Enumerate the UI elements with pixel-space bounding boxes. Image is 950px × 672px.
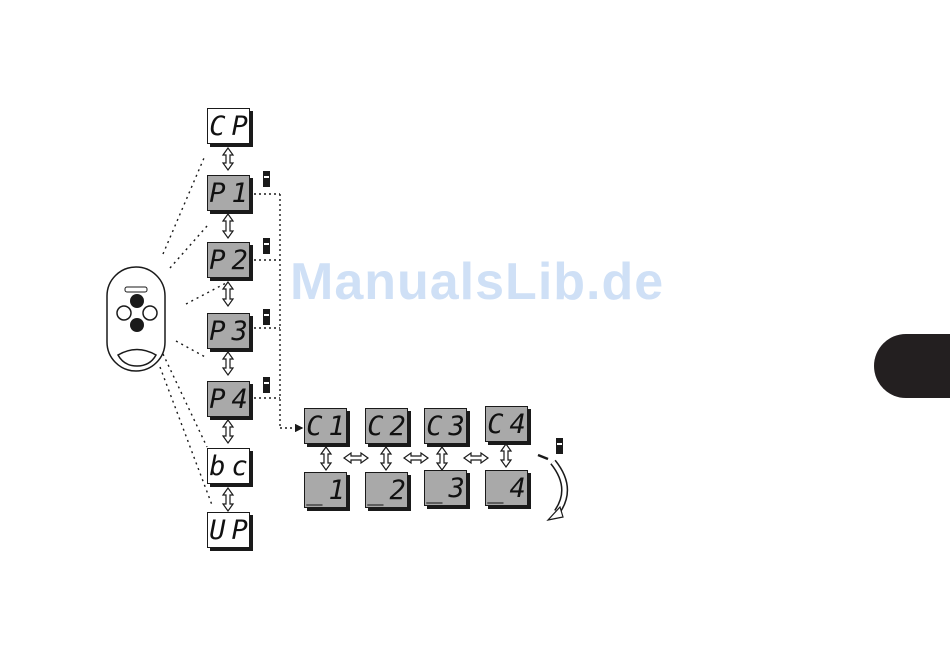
channel-horizontal-arrows: [344, 453, 488, 463]
display-c2: C2: [365, 408, 408, 444]
display-cp: CP: [207, 108, 250, 144]
display-channel-2: _2: [365, 472, 408, 508]
display-channel-3: _3: [424, 470, 467, 506]
display-p2: P2: [207, 242, 250, 278]
display-c4: C4: [485, 406, 528, 442]
display-p4: P4: [207, 381, 250, 417]
display-p1: P1: [207, 175, 250, 211]
display-c1: C1: [304, 408, 347, 444]
display-up: UP: [207, 512, 250, 548]
display-p3: P3: [207, 313, 250, 349]
program-links: [254, 194, 302, 428]
display-bc: bc: [207, 448, 250, 484]
remote-control-icon: [107, 267, 165, 371]
curved-arrow-icon: [538, 455, 565, 520]
display-channel-4: _4: [485, 470, 528, 506]
display-channel-1: _1: [304, 472, 347, 508]
display-c3: C3: [424, 408, 467, 444]
